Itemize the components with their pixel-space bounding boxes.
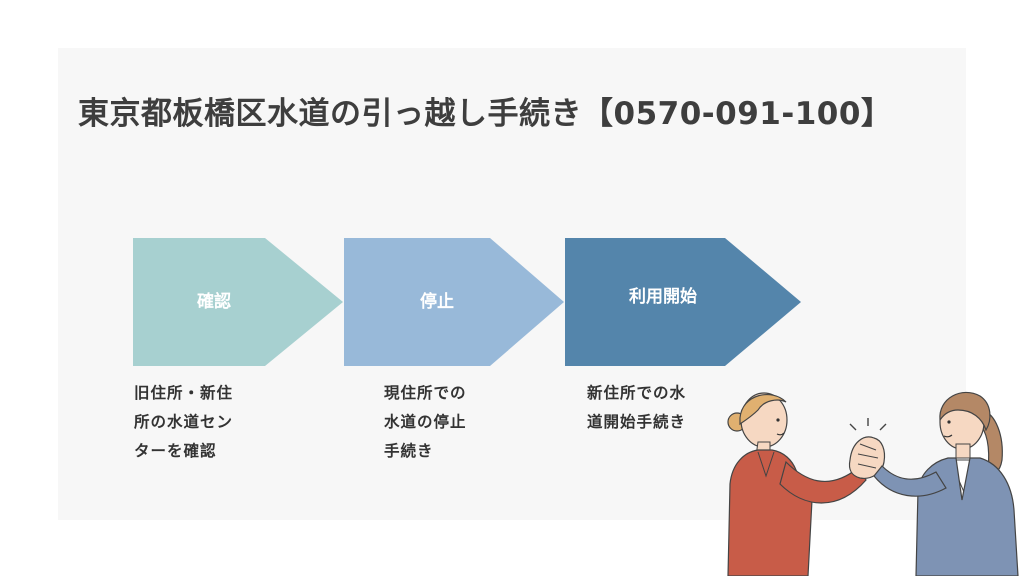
step-label-start: 利用開始 bbox=[629, 287, 697, 307]
desc-line: 新住所での水 bbox=[587, 384, 687, 402]
step-confirm: 確認 bbox=[133, 238, 343, 366]
step-start: 利用開始 bbox=[565, 238, 801, 366]
step-arrow-shape bbox=[565, 238, 801, 366]
handshake-illustration bbox=[700, 380, 1024, 580]
desc-line: 所の水道セン bbox=[134, 413, 234, 431]
step-desc-stop: 現住所での 水道の停止 手続き bbox=[384, 379, 467, 466]
left-person bbox=[727, 392, 867, 577]
step-desc-confirm: 旧住所・新住 所の水道セン ターを確認 bbox=[134, 379, 233, 466]
step-label-stop: 停止 bbox=[420, 292, 454, 312]
desc-line: 道開始手続き bbox=[587, 413, 687, 431]
step-stop: 停止 bbox=[344, 238, 564, 366]
clasped-hands bbox=[848, 418, 887, 479]
desc-line: 旧住所・新住 bbox=[134, 384, 234, 402]
handshake-icon bbox=[727, 391, 1019, 577]
desc-line: 水道の停止 bbox=[384, 413, 467, 431]
desc-line: ターを確認 bbox=[134, 442, 217, 460]
step-arrow-shape bbox=[133, 238, 343, 366]
desc-line: 手続き bbox=[384, 442, 434, 460]
step-label-confirm: 確認 bbox=[197, 292, 231, 312]
desc-line: 現住所での bbox=[384, 384, 467, 402]
right-person bbox=[873, 391, 1019, 577]
step-arrow-shape bbox=[344, 238, 564, 366]
page-title: 東京都板橋区水道の引っ越し手続き【0570-091-100】 bbox=[78, 96, 893, 132]
step-desc-start: 新住所での水 道開始手続き bbox=[587, 379, 686, 437]
